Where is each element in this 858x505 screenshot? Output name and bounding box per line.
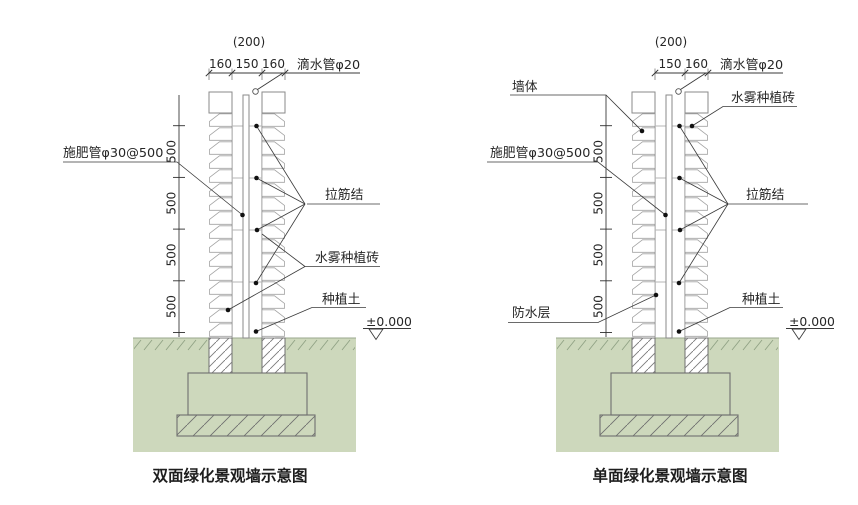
spacing-500: 500 [592, 243, 606, 266]
right-datum-dots [639, 123, 695, 334]
right-vertical-dimension: 500 500 500 500 [592, 95, 612, 337]
drip-pipe-label: 滴水管φ20 [720, 57, 783, 73]
spacing-500: 500 [592, 192, 606, 215]
dimension-160-right: 160 [262, 57, 285, 71]
total-dimension: (200) [655, 35, 687, 49]
planting-soil-label: 种植土 [742, 293, 781, 308]
left-diagram: (200) 160 150 160 滴水管φ20 500 500 500 500 [63, 35, 412, 485]
wall-label: 墙体 [512, 80, 538, 95]
planting-soil-label: 种植土 [322, 293, 361, 308]
right-leader-lines [487, 94, 808, 332]
tie-bars-label: 拉筋结 [325, 187, 364, 203]
spacing-500: 500 [592, 140, 606, 163]
left-datum-dots [225, 123, 260, 334]
left-vertical-dimension: 500 500 500 500 [165, 95, 185, 337]
dimension-160-left: 160 [209, 57, 232, 71]
drip-leader [257, 72, 284, 90]
total-dimension: (200) [233, 35, 265, 49]
right-caption: 单面绿化景观墙示意图 [592, 466, 747, 485]
tie-bars-label: 拉筋结 [746, 187, 785, 203]
level-label: ±0.000 [366, 314, 412, 329]
dimension-160: 160 [685, 57, 708, 71]
spacing-500: 500 [165, 295, 179, 318]
fertilizer-pipe-label: 施肥管φ30@500 [490, 146, 590, 161]
level-label: ±0.000 [789, 314, 835, 329]
right-top-dimension [651, 68, 783, 90]
dimension-150: 150 [236, 57, 259, 71]
waterproof-layer-label: 防水层 [512, 305, 551, 321]
spacing-500: 500 [592, 295, 606, 318]
dimension-150: 150 [659, 57, 682, 71]
spacing-500: 500 [165, 243, 179, 266]
left-leader-lines [63, 125, 380, 332]
mist-brick-label: 水雾种植砖 [731, 91, 795, 106]
drip-leader [680, 72, 707, 90]
left-caption: 双面绿化景观墙示意图 [152, 466, 307, 485]
left-top-dimension [205, 68, 360, 90]
fertilizer-pipe-label: 施肥管φ30@500 [63, 146, 163, 161]
spacing-500: 500 [165, 140, 179, 163]
spacing-500: 500 [165, 192, 179, 215]
mist-brick-label: 水雾种植砖 [315, 251, 379, 266]
right-diagram: (200) 150 160 滴水管φ20 500 500 500 500 [487, 35, 835, 485]
drip-pipe-label: 滴水管φ20 [297, 57, 360, 73]
